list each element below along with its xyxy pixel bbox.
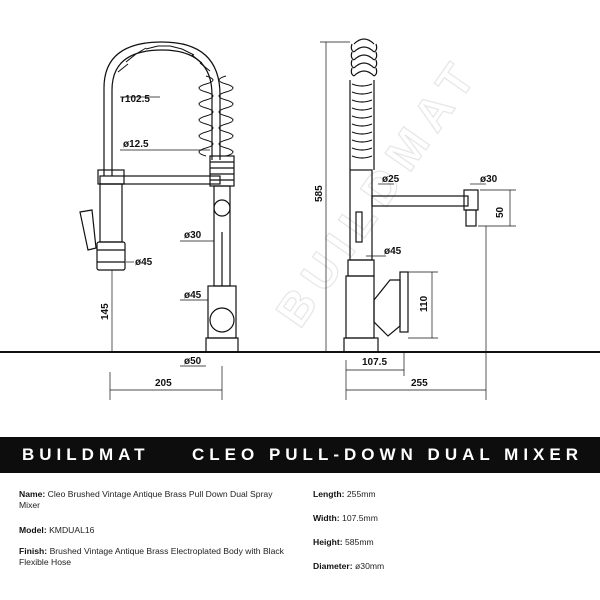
- front-view: [79, 41, 239, 353]
- product-title: CLEO PULL-DOWN DUAL MIXER: [192, 445, 584, 464]
- spec-width-value: 107.5mm: [342, 513, 378, 523]
- dim-outlet-drop: 50: [495, 206, 506, 218]
- dim-handle-height: 110: [419, 295, 430, 312]
- dim-base-width: 107.5: [362, 357, 387, 368]
- spring-arch: [103, 41, 221, 176]
- spec-height-value: 585mm: [345, 537, 374, 547]
- spec-finish: Finish: Brushed Vintage Antique Brass El…: [19, 546, 309, 568]
- spec-finish-value: Brushed Vintage Antique Brass Electropla…: [19, 546, 284, 567]
- spec-name: Name: Cleo Brushed Vintage Antique Brass…: [19, 489, 279, 511]
- dim-total-length: 255: [411, 378, 428, 389]
- spec-length: Length: 255mm: [313, 489, 376, 500]
- spec-name-label: Name:: [19, 489, 46, 499]
- spec-width: Width: 107.5mm: [313, 513, 378, 524]
- spec-diameter-label: Diameter:: [313, 561, 353, 571]
- dim-base-dia: ø50: [184, 356, 202, 367]
- dim-spray-head-dia: ø45: [135, 257, 153, 268]
- spec-width-label: Width:: [313, 513, 340, 523]
- dim-body-dia: ø45: [384, 246, 402, 257]
- technical-drawing: BUILDMAT: [0, 38, 600, 400]
- side-dimensions: [320, 41, 516, 400]
- spec-model: Model: KMDUAL16: [19, 525, 94, 536]
- title-banner: BUILDMAT CLEO PULL-DOWN DUAL MIXER: [0, 437, 600, 473]
- spec-height-label: Height:: [313, 537, 343, 547]
- brand-name: BUILDMAT: [22, 445, 150, 464]
- dim-spout-reach: 205: [155, 378, 172, 389]
- spec-diameter-value: ø30mm: [355, 561, 385, 571]
- spec-length-label: Length:: [313, 489, 345, 499]
- spec-height: Height: 585mm: [313, 537, 374, 548]
- spring-coils: [117, 45, 234, 157]
- dim-outlet-dia: ø30: [480, 174, 498, 185]
- side-spring: [353, 38, 375, 77]
- dim-hose-dia: ø12.5: [123, 139, 149, 150]
- spec-length-value: 255mm: [346, 489, 376, 499]
- spec-model-label: Model:: [19, 525, 47, 535]
- front-dimensions: [109, 96, 223, 400]
- dim-body-dia-lower: ø45: [184, 290, 202, 301]
- side-view: [343, 38, 479, 353]
- dim-total-height: 585: [314, 185, 325, 202]
- dim-radius: r102.5: [121, 94, 150, 105]
- spec-model-value: KMDUAL16: [49, 525, 95, 535]
- dim-spout-dia: ø25: [382, 174, 400, 185]
- spec-name-value: Cleo Brushed Vintage Antique Brass Pull …: [19, 489, 273, 510]
- spec-diameter: Diameter: ø30mm: [313, 561, 384, 572]
- dim-base-height: 145: [100, 303, 111, 320]
- dim-body-dia-upper: ø30: [184, 230, 202, 241]
- spec-finish-label: Finish:: [19, 546, 48, 556]
- watermark: BUILDMAT: [266, 46, 490, 335]
